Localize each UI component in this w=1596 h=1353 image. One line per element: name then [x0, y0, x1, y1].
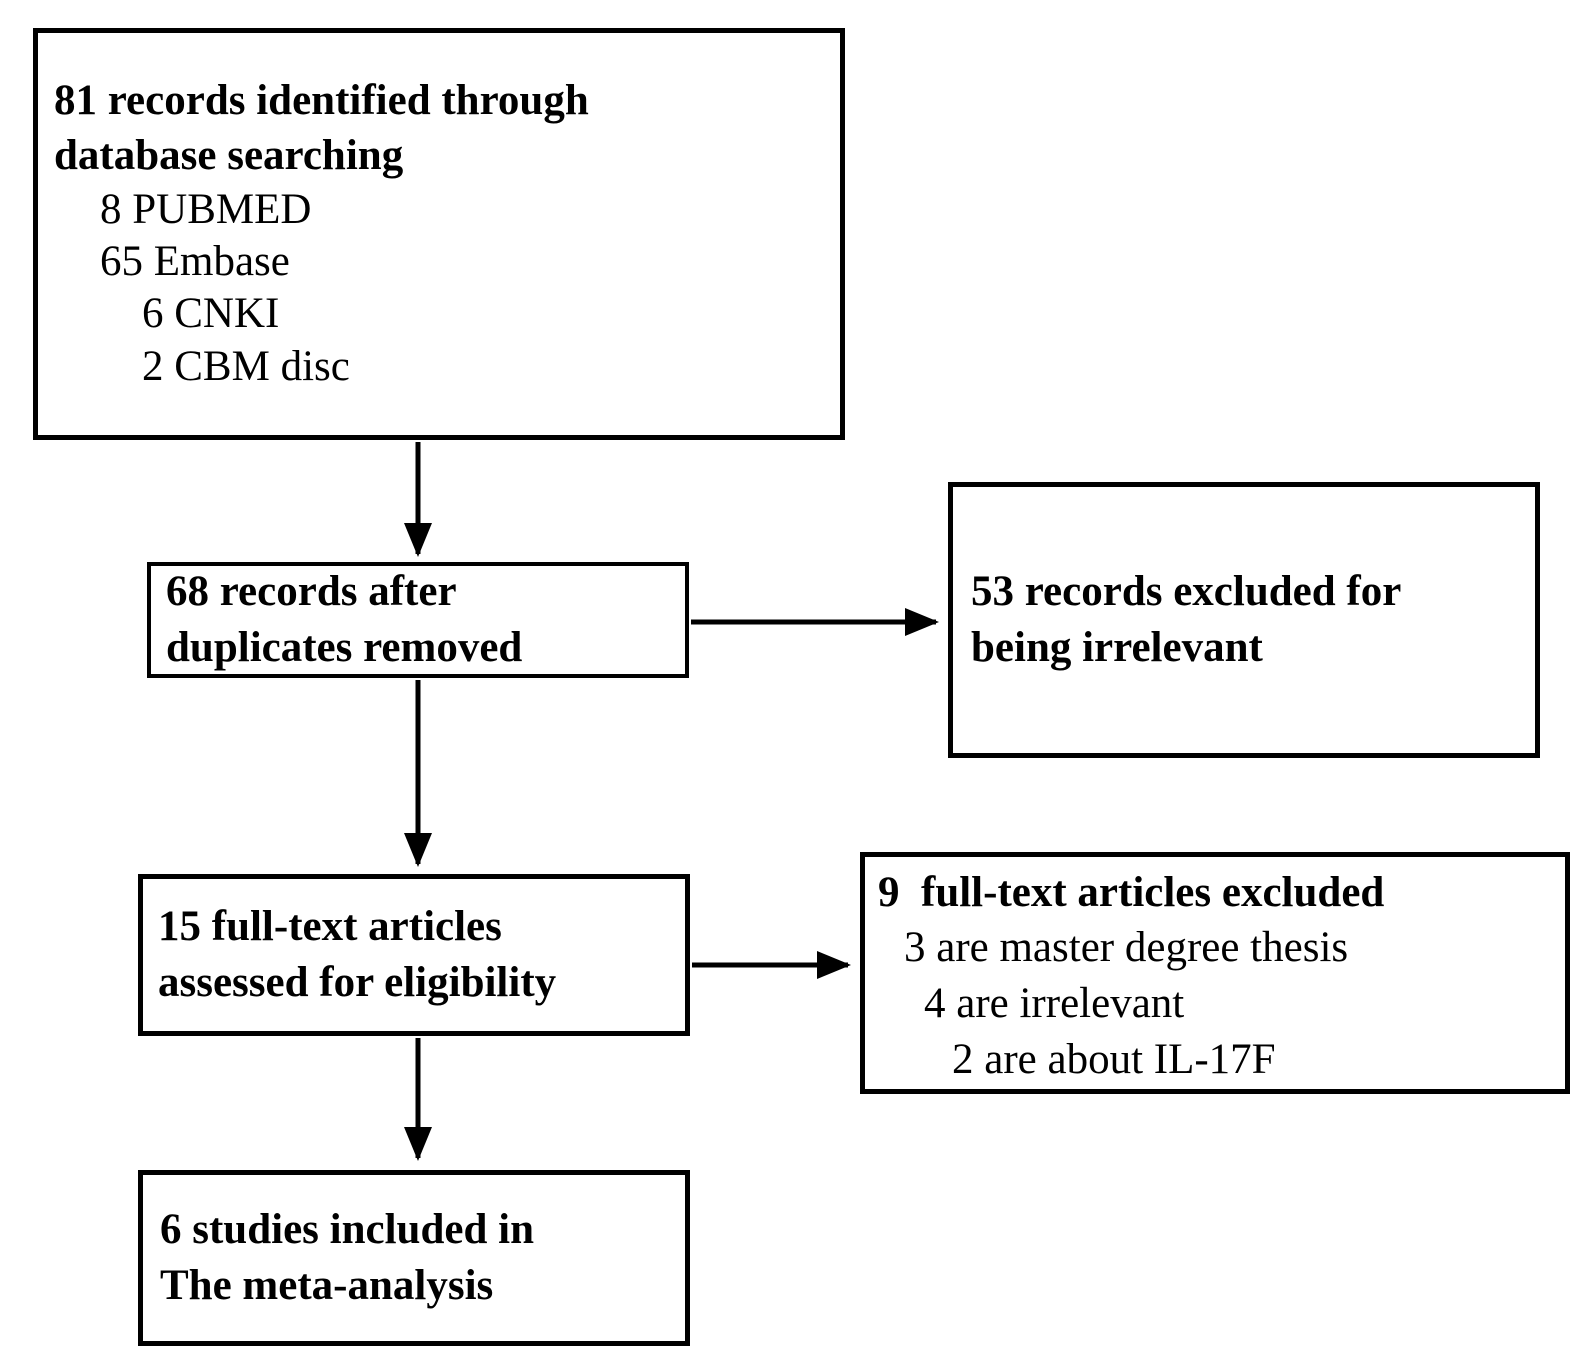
- records-after-duplicates-text: 68 records after duplicates removed: [166, 568, 523, 671]
- studies-included-text: 6 studies included in The meta-analysis: [160, 1206, 534, 1309]
- source-cbm-count: 2 CBM disc: [142, 342, 350, 390]
- excluded-reason-irrelevant: 4 are irrelevant: [924, 979, 1185, 1027]
- records-excluded-text: 53 records excluded for being irrelevant: [971, 568, 1402, 671]
- source-pubmed-count: 8 PUBMED: [100, 186, 312, 234]
- box-studies-included: 6 studies included in The meta-analysis: [138, 1170, 690, 1346]
- source-embase-count: 65 Embase: [100, 238, 290, 286]
- box-records-excluded-irrelevant: 53 records excluded for being irrelevant: [948, 482, 1540, 758]
- box-fulltext-excluded: 9 full-text articles excluded 3 are mast…: [860, 852, 1570, 1094]
- box-records-identified: 81 records identified through database s…: [33, 28, 845, 440]
- records-identified-title: 81 records identified through database s…: [54, 77, 589, 180]
- box-fulltext-assessed: 15 full-text articles assessed for eligi…: [138, 874, 690, 1036]
- fulltext-excluded-title: 9 full-text articles excluded: [878, 869, 1385, 916]
- fulltext-assessed-text: 15 full-text articles assessed for eligi…: [158, 903, 557, 1006]
- excluded-reason-il17f: 2 are about IL-17F: [952, 1035, 1276, 1083]
- excluded-reason-thesis: 3 are master degree thesis: [904, 924, 1349, 972]
- source-cnki-count: 6 CNKI: [142, 290, 280, 338]
- box-records-after-duplicates-removed: 68 records after duplicates removed: [147, 562, 689, 678]
